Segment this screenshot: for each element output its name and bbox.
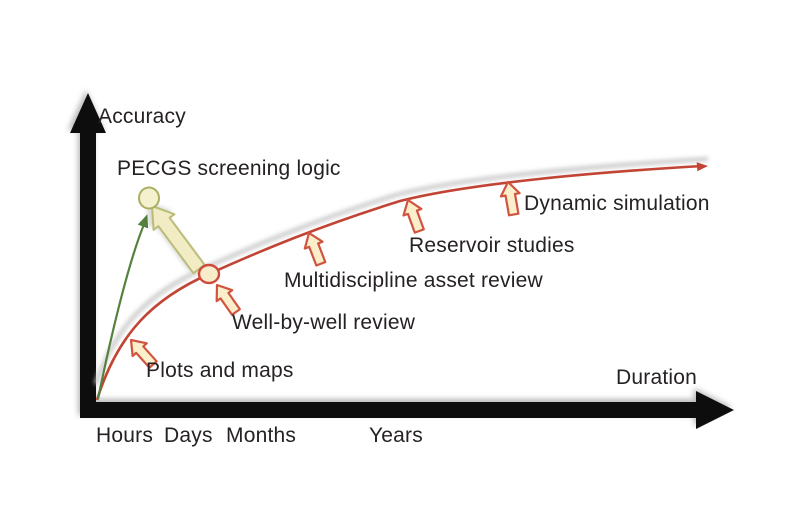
- reservoir-studies-arrow-icon: [397, 195, 430, 236]
- accuracy-curve-arrowhead: [696, 162, 708, 172]
- annotation-multidiscipline-asset-review: Multidiscipline asset review: [284, 269, 543, 292]
- curve-shadow: [94, 157, 709, 385]
- annotation-pecgs-screening-logic: PECGS screening logic: [117, 157, 341, 180]
- screening-shortcut-line: [96, 221, 147, 400]
- annotation-dynamic-simulation: Dynamic simulation: [524, 192, 710, 215]
- y-axis: [80, 126, 96, 418]
- axes: [70, 93, 734, 429]
- x-tick-years: Years: [369, 424, 423, 447]
- annotation-plots-and-maps: Plots and maps: [146, 359, 294, 382]
- annotation-reservoir-studies: Reservoir studies: [409, 234, 575, 257]
- x-axis-label: Duration: [616, 366, 697, 389]
- pecgs-node-circle: [138, 186, 160, 210]
- dynamic-simulation-arrow-icon: [497, 179, 525, 218]
- x-axis: [80, 402, 698, 418]
- y-axis-label: Accuracy: [98, 105, 186, 128]
- annotation-well-by-well-review: Well-by-well review: [232, 311, 416, 334]
- x-tick-hours: Hours: [96, 424, 154, 447]
- accuracy-curve: [95, 164, 703, 401]
- x-axis-arrowhead: [696, 391, 734, 429]
- x-tick-days: Days: [164, 424, 213, 447]
- well-review-node-circle: [197, 263, 221, 285]
- screening-block-arrow: [151, 205, 206, 275]
- y-axis-arrowhead: [70, 93, 106, 133]
- screening-shortcut-arrowhead: [137, 214, 149, 229]
- x-tick-months: Months: [226, 424, 297, 447]
